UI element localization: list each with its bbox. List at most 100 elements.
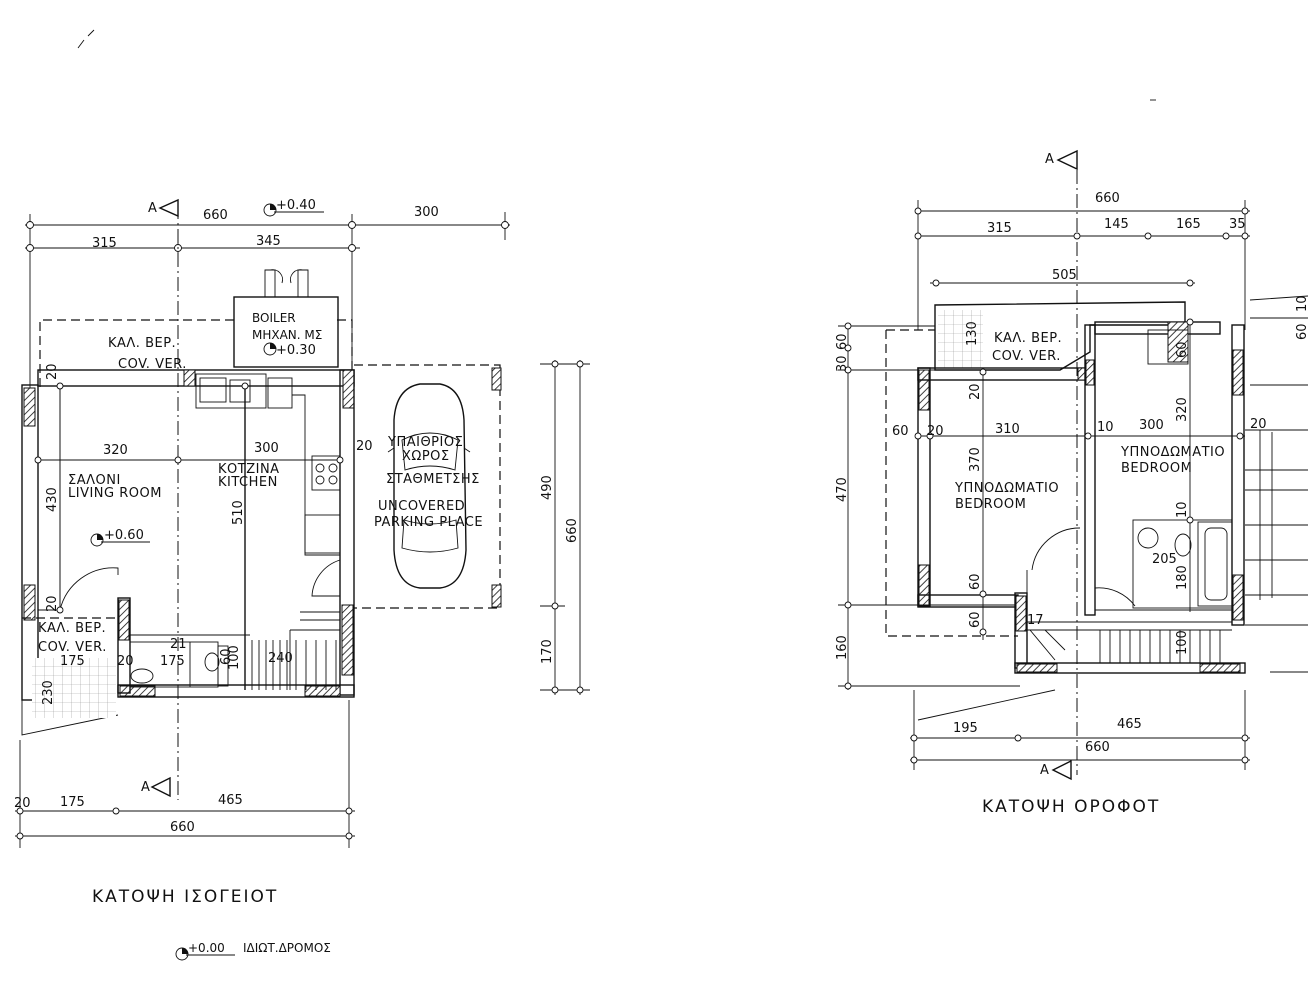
dim-living-height: 430 <box>45 487 60 512</box>
covered-veranda2-label-gr: ΚΑΛ. ΒΕΡ. <box>38 621 106 636</box>
boiler-label: BOILER <box>252 311 296 325</box>
lower-veranda: ΚΑΛ. ΒΕΡ. COV. VER. <box>21 617 119 736</box>
kitchen-label-en: KITCHEN <box>218 475 278 490</box>
parking-label-en1: UNCOVERED <box>378 499 465 514</box>
living-room-label-gr: ΣΑΛΟΝΙ <box>68 473 121 488</box>
upper-dim-130: 130 <box>965 321 980 346</box>
right-partial-structure <box>1245 295 1308 673</box>
upper-roof-outline <box>885 329 1018 637</box>
dim-230: 230 <box>41 680 56 705</box>
dim-240: 240 <box>268 651 293 666</box>
covered-veranda-outline <box>39 319 353 387</box>
upper-dim-60d: 60 <box>968 611 983 628</box>
bedroom2-label-en: BEDROOM <box>1121 461 1192 476</box>
dim-175-wc: 175 <box>160 654 185 669</box>
upper-section-letter-bottom: A <box>1040 763 1049 778</box>
parking-label-en2: PARKING PLACE <box>374 515 483 530</box>
dim-20-wc: 20 <box>117 654 134 669</box>
living-room-label-en: LIVING ROOM <box>68 486 162 501</box>
ground-floor-plan: 660 300 315 345 A +0.40 BOILER ΜΗΧΑΝ. ΜΣ <box>14 198 590 961</box>
level-floor-marker: +0.60 <box>90 528 150 547</box>
boiler-room: BOILER ΜΗΧΑΝ. ΜΣ +0.30 <box>233 269 339 368</box>
road-level-text: +0.00 <box>188 941 225 955</box>
upper-section-letter: A <box>1045 152 1054 167</box>
section-letter-bottom: A <box>141 780 150 795</box>
kitchen-label-gr: ΚΟΤΖΙΝΑ <box>218 462 280 477</box>
upper-section-marker-top: A <box>1045 149 1078 171</box>
machine-room-label: ΜΗΧΑΝ. ΜΣ <box>252 328 322 342</box>
dim-top-345: 345 <box>256 234 281 249</box>
dim-kitchen-width: 300 <box>254 441 279 456</box>
upper-dim-60b: 60 <box>1175 341 1190 358</box>
ground-bottom-dimensions: 20 175 465 660 <box>14 700 355 848</box>
upper-top-dimensions: 660 315 145 165 35 505 <box>914 191 1250 330</box>
upper-dim-60a: 60 <box>892 424 909 439</box>
upper-veranda: ΚΑΛ. ΒΕΡ. COV. VER. 130 <box>934 301 1186 371</box>
upper-dim-20b: 20 <box>927 424 944 439</box>
upper-dim-bottom-195: 195 <box>953 721 978 736</box>
car-icon <box>387 383 471 589</box>
kitchen-counter <box>195 373 341 556</box>
parking-label-gr2: ΧΩΡΟΣ <box>402 449 450 464</box>
upper-dim-300: 300 <box>1139 418 1164 433</box>
upper-staircase <box>1027 621 1232 663</box>
upper-dim-right-10: 10 <box>1295 295 1308 312</box>
upper-floor-plan: A 660 315 145 165 35 505 <box>835 99 1308 817</box>
upper-dim-145: 145 <box>1104 217 1129 232</box>
dim-bottom-465: 465 <box>218 793 243 808</box>
bedroom1-label-gr: ΥΠΝΟΔΩΜΑΤΙΟ <box>954 481 1059 496</box>
upper-dim-660: 660 <box>1095 191 1120 206</box>
upper-dim-100: 100 <box>1175 630 1190 655</box>
upper-dim-470: 470 <box>835 477 850 502</box>
upper-dim-60c: 60 <box>968 573 983 590</box>
upper-dim-20: 20 <box>968 383 983 400</box>
upper-dim-bottom-660: 660 <box>1085 740 1110 755</box>
road-label: ΙΔΙΩΤ.ΔΡΟΜΟΣ <box>243 941 331 955</box>
dim-175: 175 <box>60 654 85 669</box>
covered-veranda2-label-en: COV. VER. <box>38 640 107 655</box>
ground-wc <box>129 641 229 688</box>
dim-bottom-175: 175 <box>60 795 85 810</box>
dim-100: 100 <box>227 645 242 670</box>
bedroom1-label-en: BEDROOM <box>955 497 1026 512</box>
stray-mark <box>77 29 95 49</box>
upper-section-marker-bottom: A <box>1040 759 1072 781</box>
dim-gap-20: 20 <box>356 439 373 454</box>
parking-label-gr1: ΥΠΑΙΘΡΙΟΣ <box>387 435 463 450</box>
dim-right-660: 660 <box>565 518 580 543</box>
covered-veranda-label-en: COV. VER. <box>118 357 187 372</box>
upper-dim-315: 315 <box>987 221 1012 236</box>
dim-20-bottom: 20 <box>45 595 60 612</box>
ground-staircase <box>244 611 340 690</box>
dim-top-300: 300 <box>414 205 439 220</box>
upper-dim-370: 370 <box>968 447 983 472</box>
upper-dim-180: 180 <box>1175 565 1190 590</box>
upper-plan-title: ΚΑΤΟΨΗ ΟΡΟΦΟΤ <box>982 797 1160 817</box>
parking-label-gr3: ΣΤΑΘΜΕΤΣΗΣ <box>386 472 480 487</box>
section-letter: A <box>148 201 157 216</box>
level-boiler-text: +0.30 <box>276 343 316 358</box>
ground-plan-title: ΚΑΤΟΨΗ ΙΣΟΓΕΙΟΤ <box>92 887 278 907</box>
level-floor-text: +0.60 <box>104 528 144 543</box>
ground-right-dimensions: 490 660 170 <box>540 360 590 695</box>
upper-dim-160: 160 <box>835 635 850 660</box>
parking-place: ΥΠΑΙΘΡΙΟΣ ΧΩΡΟΣ ΣΤΑΘΜΕΤΣΗΣ UNCOVERED PAR… <box>354 364 502 609</box>
upper-left-dimensions: 30 60 470 160 <box>835 322 1020 690</box>
dim-right-170: 170 <box>540 639 555 664</box>
dim-bottom-660: 660 <box>170 820 195 835</box>
dim-living-width: 320 <box>103 443 128 458</box>
dim-top-315: 315 <box>92 236 117 251</box>
level-entry-marker: +0.40 <box>263 198 324 217</box>
upper-dim-35: 35 <box>1229 217 1246 232</box>
upper-veranda-label-en: COV. VER. <box>992 349 1061 364</box>
upper-dim-205: 205 <box>1152 552 1177 567</box>
covered-veranda-label-gr: ΚΑΛ. ΒΕΡ. <box>108 336 176 351</box>
upper-dim-bottom-465: 465 <box>1117 717 1142 732</box>
upper-dim-20c: 20 <box>1250 417 1267 432</box>
dim-21: 21 <box>170 637 187 652</box>
upper-dim-165: 165 <box>1176 217 1201 232</box>
upper-bathroom <box>1132 329 1233 609</box>
dim-right-490: 490 <box>540 475 555 500</box>
